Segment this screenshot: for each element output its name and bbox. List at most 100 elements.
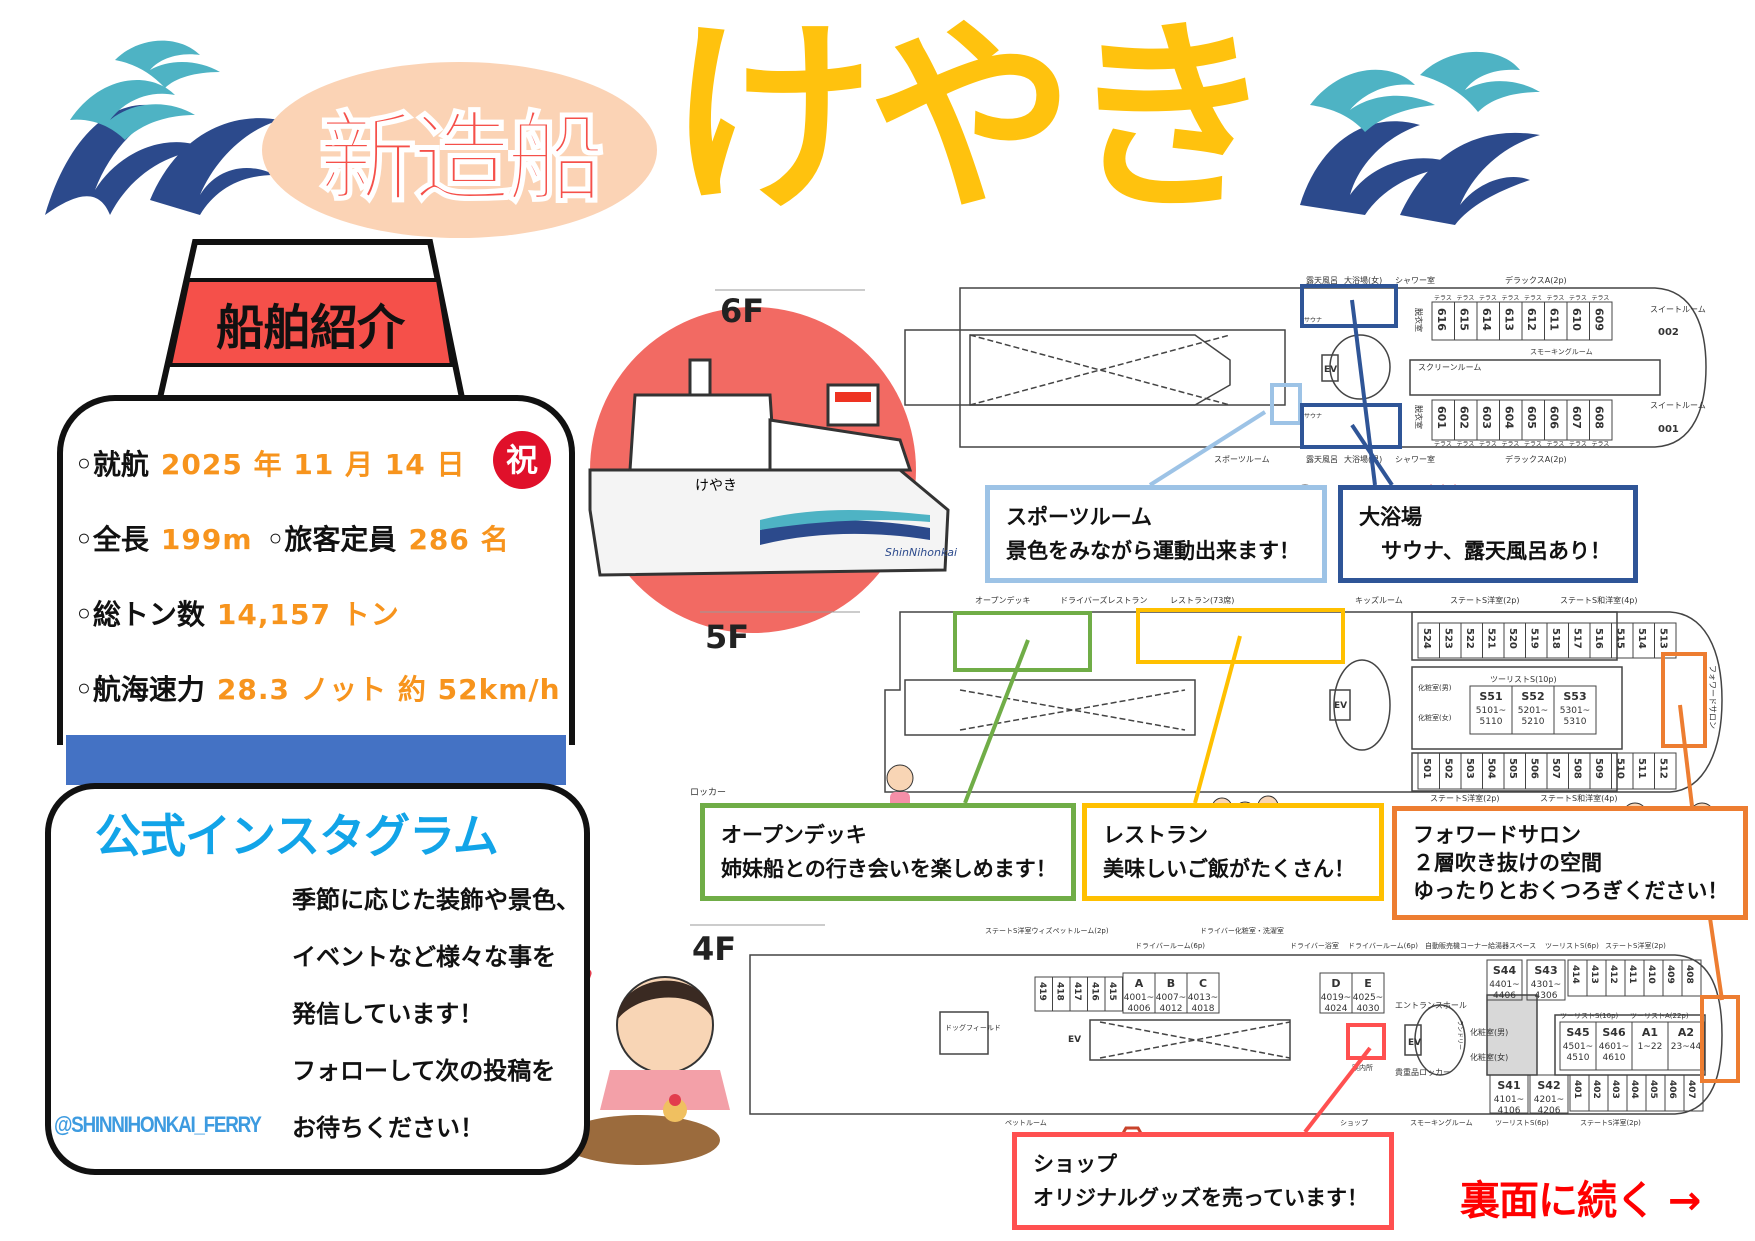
room-number: 415 [1107, 982, 1117, 1001]
room-number: 405 [1648, 1080, 1658, 1099]
room-cell [1589, 301, 1613, 341]
plan-label: テラス [1592, 441, 1610, 448]
callout-shop: ショップ オリジナルグッズを売っています！ [1012, 1132, 1394, 1230]
plan-label: テラス [1592, 295, 1610, 302]
plan-label: レストラン(73席) [1170, 595, 1234, 605]
room-number: 609 [1593, 308, 1606, 331]
plan-label: デラックスA(2p) [1505, 275, 1567, 285]
plan-label: ツーリストS(10p) [1490, 675, 1557, 684]
room-number: 608 [1593, 406, 1606, 429]
room-number: 518 [1550, 628, 1561, 649]
room-range: 4206 [1538, 1106, 1561, 1116]
room-range: 4501~ [1563, 1042, 1593, 1052]
room-number: B [1167, 977, 1175, 990]
callout-title: スポーツルーム [1006, 505, 1152, 529]
room-cell [1529, 1074, 1569, 1114]
room-number: 522 [1464, 628, 1475, 649]
room-number: 615 [1458, 308, 1471, 331]
room-number: 411 [1627, 965, 1637, 984]
room-range: 5210 [1522, 717, 1545, 727]
highlight-salon [1661, 652, 1740, 1083]
room-cell [1186, 972, 1220, 1014]
plan-label: テラス [1524, 295, 1542, 302]
plan-label: テラス [1434, 295, 1452, 302]
highlight-restaurant [1136, 608, 1345, 804]
room-cell [1654, 752, 1677, 790]
room-range: 4401~ [1489, 980, 1519, 990]
plan-label: 化粧室(女) [1470, 1052, 1508, 1062]
plan-label: ステートS洋室(2p) [1450, 595, 1520, 605]
room-range: 4106 [1498, 1106, 1521, 1116]
room-number: 406 [1667, 1080, 1677, 1099]
room-cell [1683, 1074, 1704, 1112]
plan-label: ツーリストS(10p) [1560, 1012, 1619, 1020]
seagull-icon [45, 40, 280, 215]
plan-label: ドライバー化粧室・洗濯室 [1200, 926, 1284, 935]
ship-illustration: けやき ShinNihonkai [588, 307, 957, 633]
room-number: 517 [1572, 628, 1583, 649]
room-number: 512 [1658, 758, 1669, 779]
plan-label: スイートルーム [1650, 401, 1706, 410]
instagram-title: 公式インスタグラム [95, 809, 499, 863]
room-number: S43 [1534, 964, 1557, 977]
spec-label: ◦全長 [75, 523, 149, 556]
room-range: 4030 [1357, 1004, 1380, 1014]
room-cell [1681, 959, 1702, 997]
plan-label: ショップ [1340, 1119, 1368, 1127]
plan-label: 貴重品ロッカー [1395, 1067, 1451, 1077]
room-number: 523 [1443, 628, 1454, 649]
continue-on-back-link[interactable]: 裏面に続く → [1460, 1178, 1701, 1224]
room-number: 514 [1636, 628, 1647, 649]
room-range: 4019~ [1321, 993, 1351, 1003]
plan-label: ペットルーム [1005, 1119, 1047, 1127]
room-number: 509 [1593, 758, 1604, 779]
plan-label: テラス [1479, 295, 1497, 302]
plan-label: 化粧室(女) [1418, 713, 1452, 722]
room-range: 4101~ [1494, 1095, 1524, 1105]
plan-label: ドッグフィールド [945, 1023, 1001, 1032]
room-range: 5201~ [1518, 706, 1548, 716]
room-number: D [1331, 977, 1340, 990]
plan-label: 露天風呂 [1306, 455, 1338, 464]
plan-label: ツーリストS(6p) [1495, 1119, 1549, 1127]
plan-label: テラス [1547, 441, 1565, 448]
room-number: 504 [1486, 758, 1497, 779]
instagram-line: フォローして次の投稿を [292, 1057, 556, 1085]
plan-label: サウナ [1304, 316, 1322, 324]
room-number: 614 [1480, 308, 1493, 331]
plan-label: スモーキングルーム [1530, 347, 1593, 356]
room-number: 604 [1503, 406, 1516, 429]
room-number: 413 [1589, 965, 1599, 984]
room-number: S45 [1566, 1026, 1589, 1039]
room-range: 4510 [1567, 1053, 1590, 1063]
deck-plan-6f [904, 287, 1707, 448]
room-number: 508 [1572, 758, 1583, 779]
instagram-line: 季節に応じた装飾や景色、 [292, 886, 580, 914]
room-number: 611 [1548, 308, 1561, 331]
callout-text: 景色をみながら運動出来ます！ [1006, 539, 1300, 563]
instagram-line: お待ちください！ [292, 1114, 484, 1142]
plan-label: 001 [1658, 424, 1679, 435]
intro-title: 船舶紹介 [215, 300, 405, 356]
deck-label-5f: 5F [705, 618, 750, 656]
room-number: 507 [1550, 758, 1561, 779]
callout-sports-room: スポーツルーム 景色をみながら運動出来ます！ [985, 485, 1327, 583]
deck-plan-4f [749, 954, 1723, 1115]
plan-label: エントランスホール [1395, 1001, 1467, 1010]
plan-label: テラス [1457, 295, 1475, 302]
room-number: 502 [1443, 758, 1454, 779]
intro-header: 船舶紹介 [160, 240, 460, 400]
room-number: 520 [1507, 628, 1518, 649]
plan-label: シャワー室 [1395, 454, 1435, 464]
room-number: 404 [1629, 1080, 1639, 1099]
new-ship-label: 新造船 [317, 101, 605, 217]
room-number: S53 [1563, 690, 1586, 703]
room-number: 414 [1570, 965, 1580, 984]
room-cell [1486, 959, 1523, 1001]
instagram-handle[interactable]: @SHINNIHONKAI_FERRY [54, 1112, 262, 1137]
intro-header-frame [156, 239, 466, 401]
spec-label: ◦旅客定員 [266, 523, 397, 556]
callout-text: サウナ、露天風呂あり！ [1381, 539, 1611, 563]
room-number: S41 [1497, 1079, 1520, 1092]
